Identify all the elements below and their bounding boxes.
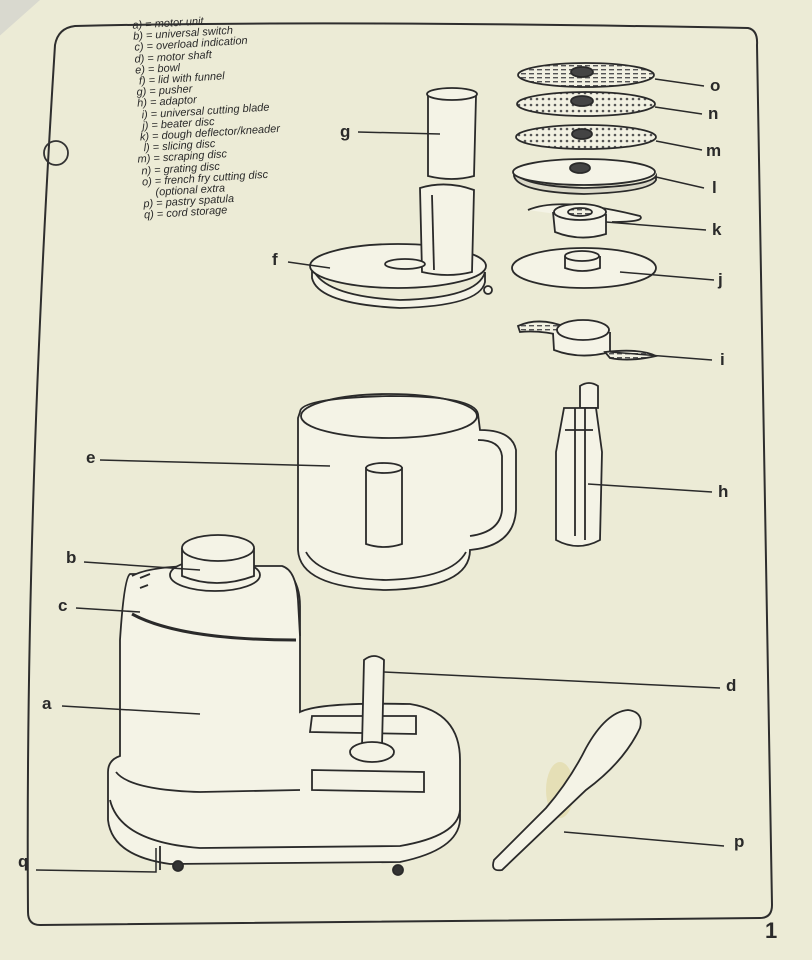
spatula-drawing	[492, 709, 642, 872]
callout-label-n: n	[708, 104, 719, 123]
page-border	[26, 22, 774, 927]
callout-label-l: l	[712, 178, 717, 197]
disc-m-drawing	[515, 124, 657, 150]
kneader-drawing	[527, 203, 642, 239]
callout-label-i: i	[720, 350, 725, 369]
beater-disc-drawing	[511, 247, 657, 289]
page-number: 1	[765, 918, 778, 943]
legend-key: o)	[141, 175, 153, 189]
callout-label-e: e	[86, 448, 96, 467]
disc-l-drawing	[512, 158, 657, 195]
callout-label-h: h	[718, 482, 729, 501]
callout-label-c: c	[58, 596, 68, 615]
callout-label-j: j	[718, 270, 723, 289]
adaptor-drawing	[555, 382, 603, 547]
callout-label-p: p	[734, 832, 745, 851]
pusher-drawing	[426, 87, 478, 180]
lid-drawing	[309, 183, 493, 309]
bowl-drawing	[297, 393, 517, 591]
callout-label-g: g	[340, 122, 351, 141]
callout-label-o: o	[710, 76, 721, 95]
punch-hole-ring	[43, 140, 69, 166]
callout-label-d: d	[726, 676, 737, 695]
callout-label-m: m	[706, 141, 722, 160]
callout-label-f: f	[272, 250, 278, 269]
motor-unit-drawing	[107, 534, 461, 876]
disc-o-drawing	[517, 62, 655, 88]
leader-lines	[35, 78, 725, 873]
callout-label-k: k	[712, 220, 722, 239]
callout-label-b: b	[66, 548, 77, 567]
callout-label-a: a	[42, 694, 52, 713]
parts-legend: a)= motor unit b)= universal switch c)= …	[112, 9, 334, 223]
callout-label-q: q	[18, 852, 29, 871]
disc-n-drawing	[516, 91, 656, 117]
legend-key: q)	[143, 209, 155, 222]
